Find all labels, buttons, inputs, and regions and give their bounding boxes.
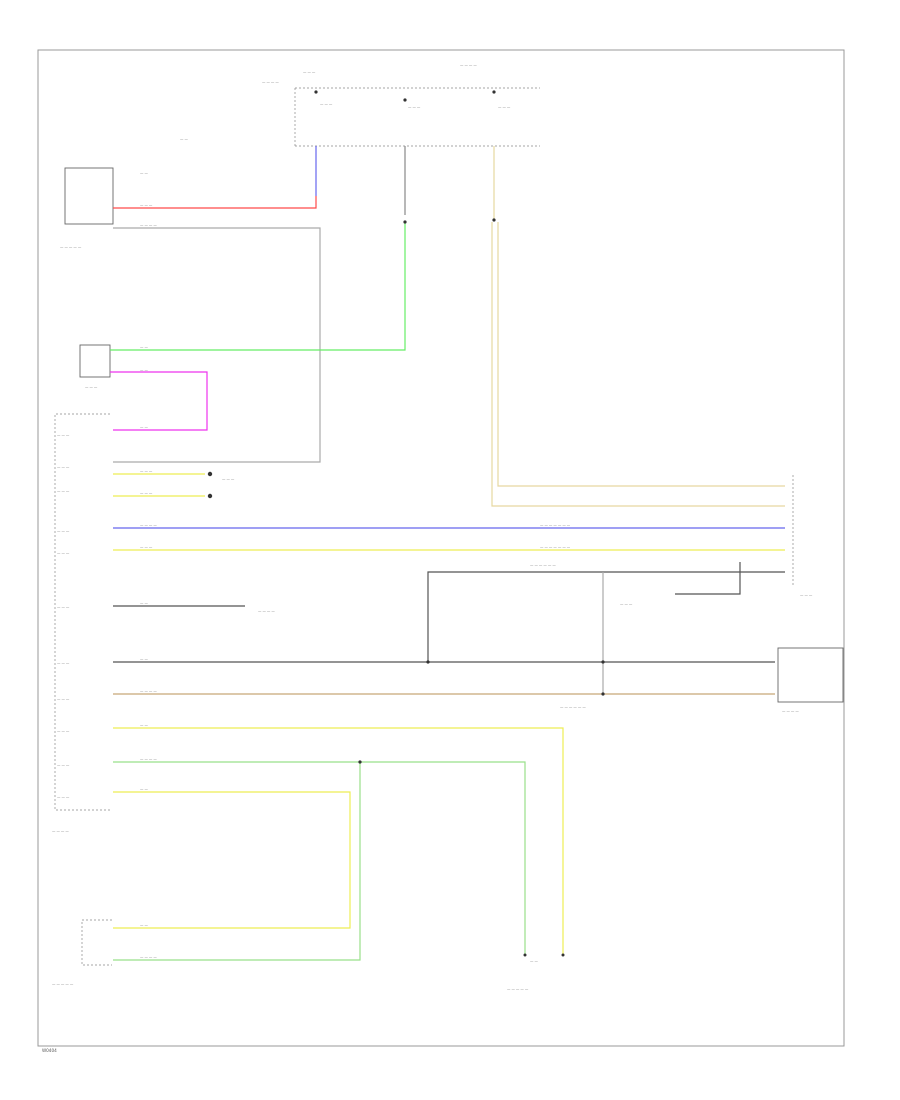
- svg-text:— — —: — — —: [140, 491, 153, 495]
- wire-magenta: [110, 371, 208, 431]
- svg-text:— — — —: — — — —: [140, 955, 157, 959]
- svg-text:— — —: — — —: [57, 551, 70, 555]
- svg-text:— —: — —: [140, 787, 148, 791]
- svg-text:— — — —: — — — —: [460, 63, 477, 67]
- svg-text:— —: — —: [140, 923, 148, 927]
- svg-text:— — —: — — —: [140, 469, 153, 473]
- wire-lightgreen-coolant: [113, 761, 526, 955]
- svg-text:— — —: — — —: [140, 203, 153, 207]
- svg-text:— —: — —: [140, 723, 148, 727]
- wire-yellow-coolant-2: [113, 791, 351, 929]
- svg-text:— —: — —: [140, 171, 148, 175]
- svg-text:— — —: — — —: [140, 545, 153, 549]
- fuse-box: — — — — — — — — — — — — — — — — — — — —: [262, 63, 540, 147]
- svg-text:— —: — —: [140, 657, 148, 661]
- svg-text:— — —: — — —: [408, 105, 421, 109]
- svg-text:— — —: — — —: [57, 763, 70, 767]
- wires: [110, 146, 785, 961]
- splice-points: [207, 218, 605, 957]
- wire-yellow-coolant-1: [113, 727, 564, 955]
- svg-text:— — — — — —: — — — — — —: [530, 563, 556, 567]
- svg-text:— — —: — — —: [320, 102, 333, 106]
- svg-text:— —: — —: [140, 601, 148, 605]
- svg-text:— — — — — — —: — — — — — — —: [540, 523, 571, 527]
- svg-text:— — — — — —: — — — — — —: [560, 705, 586, 709]
- svg-text:— — —: — — —: [57, 605, 70, 609]
- wire-tan-2: [497, 222, 785, 487]
- wire-gray: [113, 227, 321, 463]
- svg-text:— —: — —: [140, 425, 148, 429]
- svg-text:— — — — —: — — — — —: [507, 987, 529, 991]
- svg-text:— —: — —: [140, 368, 148, 372]
- svg-text:— — — —: — — — —: [140, 223, 157, 227]
- wire-tan-3: [491, 222, 785, 507]
- svg-text:— —: — —: [180, 137, 188, 141]
- left-mid-component-box: [79, 344, 111, 378]
- svg-text:— — —: — — —: [85, 385, 98, 389]
- right-lower-component-box: [777, 647, 844, 703]
- bottom-left-sensor-outline: [81, 919, 112, 966]
- svg-text:— — —: — — —: [303, 70, 316, 74]
- svg-text:— — —: — — —: [800, 593, 813, 597]
- svg-text:— — — — —: — — — — —: [60, 245, 82, 249]
- svg-text:— — — —: — — — —: [140, 523, 157, 527]
- svg-text:— — —: — — —: [57, 529, 70, 533]
- svg-text:— — —: — — —: [57, 661, 70, 665]
- diagram-frame: [37, 49, 845, 1047]
- svg-text:— — — —: — — — —: [262, 80, 279, 84]
- svg-text:— — —: — — —: [498, 105, 511, 109]
- svg-text:— — — — —: — — — — —: [52, 982, 74, 986]
- svg-text:— — —: — — —: [222, 477, 235, 481]
- svg-text:— — — —: — — — —: [140, 689, 157, 693]
- svg-text:— — —: — — —: [57, 465, 70, 469]
- illegible-labels: — — — — — — — — — — — — — — — — — — — — …: [52, 137, 813, 991]
- wire-red: [113, 196, 317, 209]
- svg-text:— — —: — — —: [57, 795, 70, 799]
- svg-text:— — —: — — —: [57, 433, 70, 437]
- wire-green: [110, 222, 406, 351]
- svg-text:— — — —: — — — —: [782, 709, 799, 713]
- svg-text:— — — —: — — — —: [52, 829, 69, 833]
- svg-text:— — —: — — —: [57, 729, 70, 733]
- svg-text:— — — — — — —: — — — — — — —: [540, 545, 571, 549]
- svg-text:— — —: — — —: [57, 489, 70, 493]
- svg-text:— — — —: — — — —: [258, 609, 275, 613]
- ecm-connector-outline: [54, 413, 110, 811]
- wire-black-sensor: [675, 562, 741, 595]
- svg-text:— — —: — — —: [57, 697, 70, 701]
- wire-lightgreen-bottom: [113, 762, 361, 961]
- svg-text:— —: — —: [530, 959, 538, 963]
- svg-text:— —: — —: [140, 345, 148, 349]
- wire-black-branch: [427, 571, 785, 662]
- svg-text:— — —: — — —: [620, 602, 633, 606]
- top-left-sensor-box: [64, 167, 114, 225]
- svg-text:— — — —: — — — —: [140, 757, 157, 761]
- figure-id: W0404: [42, 1048, 57, 1053]
